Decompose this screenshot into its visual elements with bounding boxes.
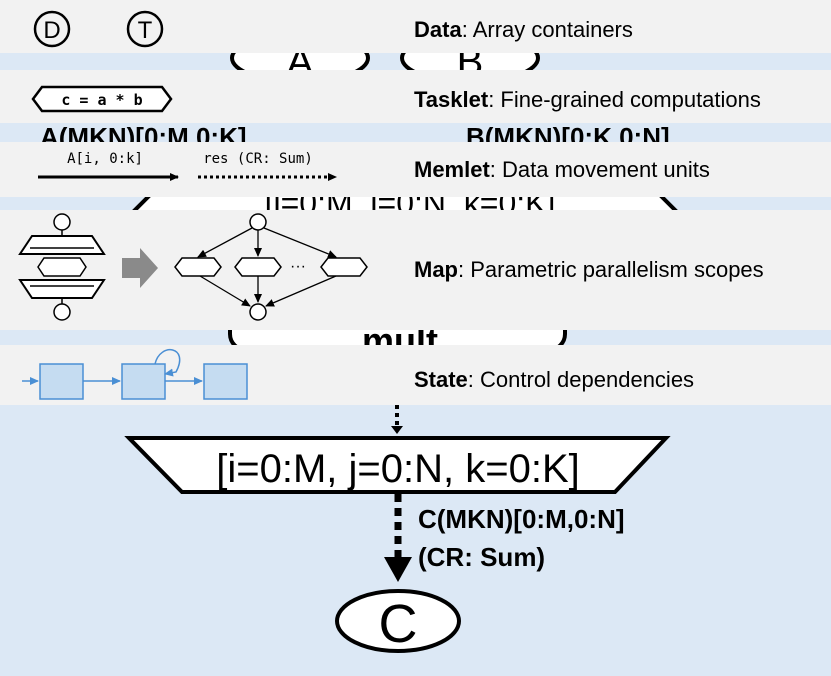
legend-data-text: Data: Array containers	[414, 17, 633, 42]
legend-desc: : Control dependencies	[468, 367, 694, 392]
map-scope-icon	[18, 213, 106, 321]
legend-desc: : Fine-grained computations	[488, 87, 761, 112]
legend-tasklet-text: Tasklet: Fine-grained computations	[414, 87, 761, 112]
state-box-icon	[39, 363, 84, 400]
map-exit-section: [i=0:M, j=0:N, k=0:K] C(MKN)[0:M,0:N] (C…	[124, 405, 671, 654]
legend-row-data: D T Data: Array containers	[0, 0, 831, 53]
data-access-node-icon	[33, 10, 71, 48]
tasklet-icon	[31, 85, 173, 113]
tasklet-code: c = a * b	[61, 91, 142, 109]
legend-row-state: State: Control dependencies	[0, 345, 831, 405]
legend-term: State	[414, 367, 468, 392]
legend-desc: : Data movement units	[490, 157, 710, 182]
arrowhead	[391, 426, 403, 434]
legend-term: Map	[414, 257, 458, 282]
state-box-icon	[121, 363, 166, 400]
output-arrowhead	[384, 557, 412, 582]
state-box-icon	[203, 363, 248, 400]
map-exit-label: [i=0:M, j=0:N, k=0:K]	[216, 447, 580, 491]
legend-desc: : Parametric parallelism scopes	[458, 257, 764, 282]
map-expanded-icon: ···	[174, 213, 368, 321]
legend-panel	[0, 142, 831, 197]
output-reduction-label: (CR: Sum)	[418, 542, 545, 572]
legend-term: Data	[414, 17, 462, 42]
map-ellipsis: ···	[290, 258, 306, 275]
transform-arrow-icon	[122, 248, 158, 288]
node-c	[335, 589, 461, 653]
legend-row-memlet: A[i, 0:k] res (CR: Sum) Memlet: Data mov…	[0, 142, 831, 197]
legend-memlet-text: Memlet: Data movement units	[414, 157, 710, 182]
legend-desc: : Array containers	[462, 17, 633, 42]
output-memlet-label: C(MKN)[0:M,0:N]	[418, 504, 625, 534]
legend-row-map: ··· Map: Parametric parallelism scopes	[0, 210, 831, 330]
data-glyph-label: D	[43, 17, 60, 44]
legend-map-text: Map: Parametric parallelism scopes	[414, 257, 764, 282]
map-exit-shape	[124, 436, 671, 494]
node-c-label: C	[379, 594, 418, 654]
legend-row-tasklet: c = a * b Tasklet: Fine-grained computat…	[0, 70, 831, 123]
memlet-label-a: A[i, 0:k]	[67, 151, 143, 167]
transient-glyph-label: T	[138, 17, 153, 44]
memlet-label-b: res (CR: Sum)	[203, 151, 313, 167]
state-loop-arrow	[154, 349, 181, 377]
legend-term: Memlet	[414, 157, 490, 182]
legend-state-text: State: Control dependencies	[414, 367, 694, 392]
legend-term: Tasklet	[414, 87, 489, 112]
transient-node-icon	[126, 10, 164, 48]
